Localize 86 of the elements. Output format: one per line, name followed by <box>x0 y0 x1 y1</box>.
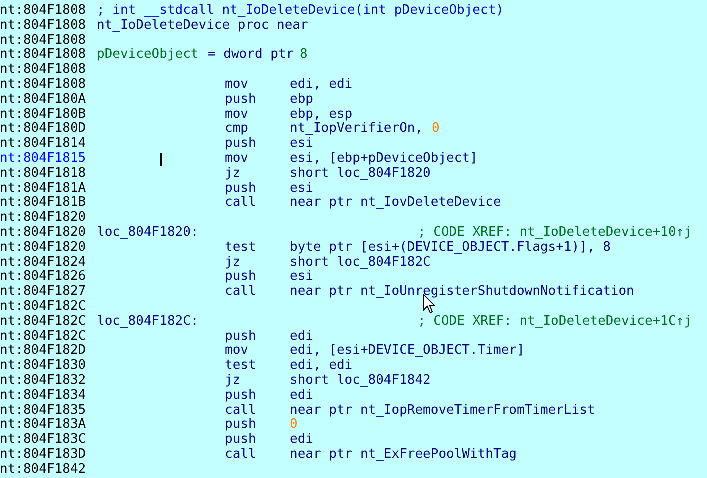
instruction-mnemonic: push <box>225 270 256 284</box>
line-address: nt:804F1842 <box>0 462 86 477</box>
line-address: nt:804F1815 <box>0 152 86 166</box>
code-comment: ; CODE XREF: nt_IoDeleteDevice+1C↑j <box>418 314 692 329</box>
instruction-operand: near ptr nt_IovDeleteDevice <box>290 196 502 210</box>
line-address: nt:804F1814 <box>0 137 86 152</box>
instruction-operand: esi, [ebp+pDeviceObject] <box>290 152 478 166</box>
instruction-mnemonic: mov <box>225 152 248 166</box>
line-address: nt:804F1808 <box>0 18 86 33</box>
instruction-operand: near ptr nt_IopRemoveTimerFromTimerList <box>290 404 596 418</box>
instruction-operand: ebp, esp <box>290 108 353 122</box>
instruction-mnemonic: call <box>225 448 256 462</box>
instruction-operand: near ptr nt_IoUnregisterShutdownNotification <box>290 285 634 300</box>
line-address: nt:804F1826 <box>0 270 86 284</box>
line-address: nt:804F1827 <box>0 285 86 300</box>
line-address: nt:804F1832 <box>0 374 86 388</box>
instruction-mnemonic: push <box>225 418 256 432</box>
line-address: nt:804F181A <box>0 182 86 196</box>
number-value: 8 <box>300 48 308 62</box>
number-value: 0 <box>290 418 298 432</box>
code-comment: ; int __stdcall nt_IoDeleteDevice(int pDeviceObject) <box>97 4 504 18</box>
instruction-mnemonic: call <box>225 404 256 418</box>
line-address: nt:804F183A <box>0 418 86 432</box>
code-label: loc_804F182C: <box>97 314 199 329</box>
line-address: nt:804F1835 <box>0 404 86 418</box>
number-value: 0 <box>432 122 440 136</box>
instruction-operand: ebp <box>290 92 314 107</box>
line-address: nt:804F1808 <box>0 48 86 62</box>
instruction-operand: esi <box>290 137 314 152</box>
instruction-operand: nt_IopVerifierOn, <box>290 122 424 136</box>
line-address: nt:804F182D <box>0 344 86 358</box>
variable-name: pDeviceObject <box>97 48 199 62</box>
line-address: nt:804F1830 <box>0 359 86 374</box>
line-address: nt:804F1808 <box>0 78 86 92</box>
instruction-operand: edi <box>290 330 314 344</box>
line-address: nt:804F180B <box>0 108 86 122</box>
code-comment: ; CODE XREF: nt_IoDeleteDevice+10↑j <box>418 226 692 240</box>
line-address: nt:804F1820 <box>0 226 86 240</box>
line-address: nt:804F182C <box>0 314 86 329</box>
line-address: nt:804F1834 <box>0 388 86 403</box>
instruction-mnemonic: push <box>225 182 256 196</box>
instruction-operand: near ptr nt_ExFreePoolWithTag <box>290 448 517 462</box>
line-address: nt:804F1808 <box>0 4 86 18</box>
instruction-operand: = dword ptr <box>208 48 294 62</box>
instruction-mnemonic: call <box>225 285 256 300</box>
instruction-mnemonic: jz <box>225 166 241 181</box>
instruction-mnemonic: mov <box>225 78 248 92</box>
instruction-mnemonic: jz <box>225 256 241 270</box>
instruction-mnemonic: push <box>225 433 256 448</box>
instruction-operand: esi <box>290 270 314 284</box>
instruction-mnemonic: push <box>225 92 256 107</box>
instruction-operand: edi, edi <box>290 359 353 374</box>
instruction-operand: short loc_804F182C <box>290 256 431 270</box>
line-address: nt:804F1818 <box>0 166 86 181</box>
instruction-mnemonic: jz <box>225 374 241 388</box>
instruction-mnemonic: push <box>225 137 256 152</box>
line-address: nt:804F1824 <box>0 256 86 270</box>
instruction-operand: short loc_804F1820 <box>290 166 431 181</box>
line-address: nt:804F182C <box>0 300 86 314</box>
instruction-mnemonic: push <box>225 388 256 403</box>
instruction-mnemonic: call <box>225 196 256 210</box>
instruction-mnemonic: mov <box>225 108 248 122</box>
line-address: nt:804F180A <box>0 92 86 107</box>
instruction-mnemonic: test <box>225 240 256 255</box>
line-address: nt:804F1820 <box>0 211 86 226</box>
line-address: nt:804F182C <box>0 330 86 344</box>
line-address: nt:804F183D <box>0 448 86 462</box>
instruction-operand: edi, edi <box>290 78 353 92</box>
instruction-operand: short loc_804F1842 <box>290 374 431 388</box>
instruction-mnemonic: push <box>225 330 256 344</box>
instruction-operand: edi <box>290 433 314 448</box>
line-address: nt:804F181B <box>0 196 86 210</box>
instruction-operand: esi <box>290 182 314 196</box>
instruction-operand: edi, [esi+DEVICE_OBJECT.Timer] <box>290 344 525 358</box>
code-label: loc_804F1820: <box>97 226 199 240</box>
line-address: nt:804F1808 <box>0 63 86 78</box>
instruction-operand: byte ptr [esi+(DEVICE_OBJECT.Flags+1)], 8 <box>290 240 611 255</box>
instruction-mnemonic: cmp <box>225 122 248 136</box>
instruction-mnemonic: test <box>225 359 256 374</box>
line-address: nt:804F1820 <box>0 240 86 255</box>
line-address: nt:804F183C <box>0 433 86 448</box>
instruction-operand: edi <box>290 388 314 403</box>
code-label: nt_IoDeleteDevice proc near <box>97 18 308 33</box>
instruction-mnemonic: mov <box>225 344 248 358</box>
line-address: nt:804F1808 <box>0 34 86 48</box>
line-address: nt:804F180D <box>0 122 86 136</box>
